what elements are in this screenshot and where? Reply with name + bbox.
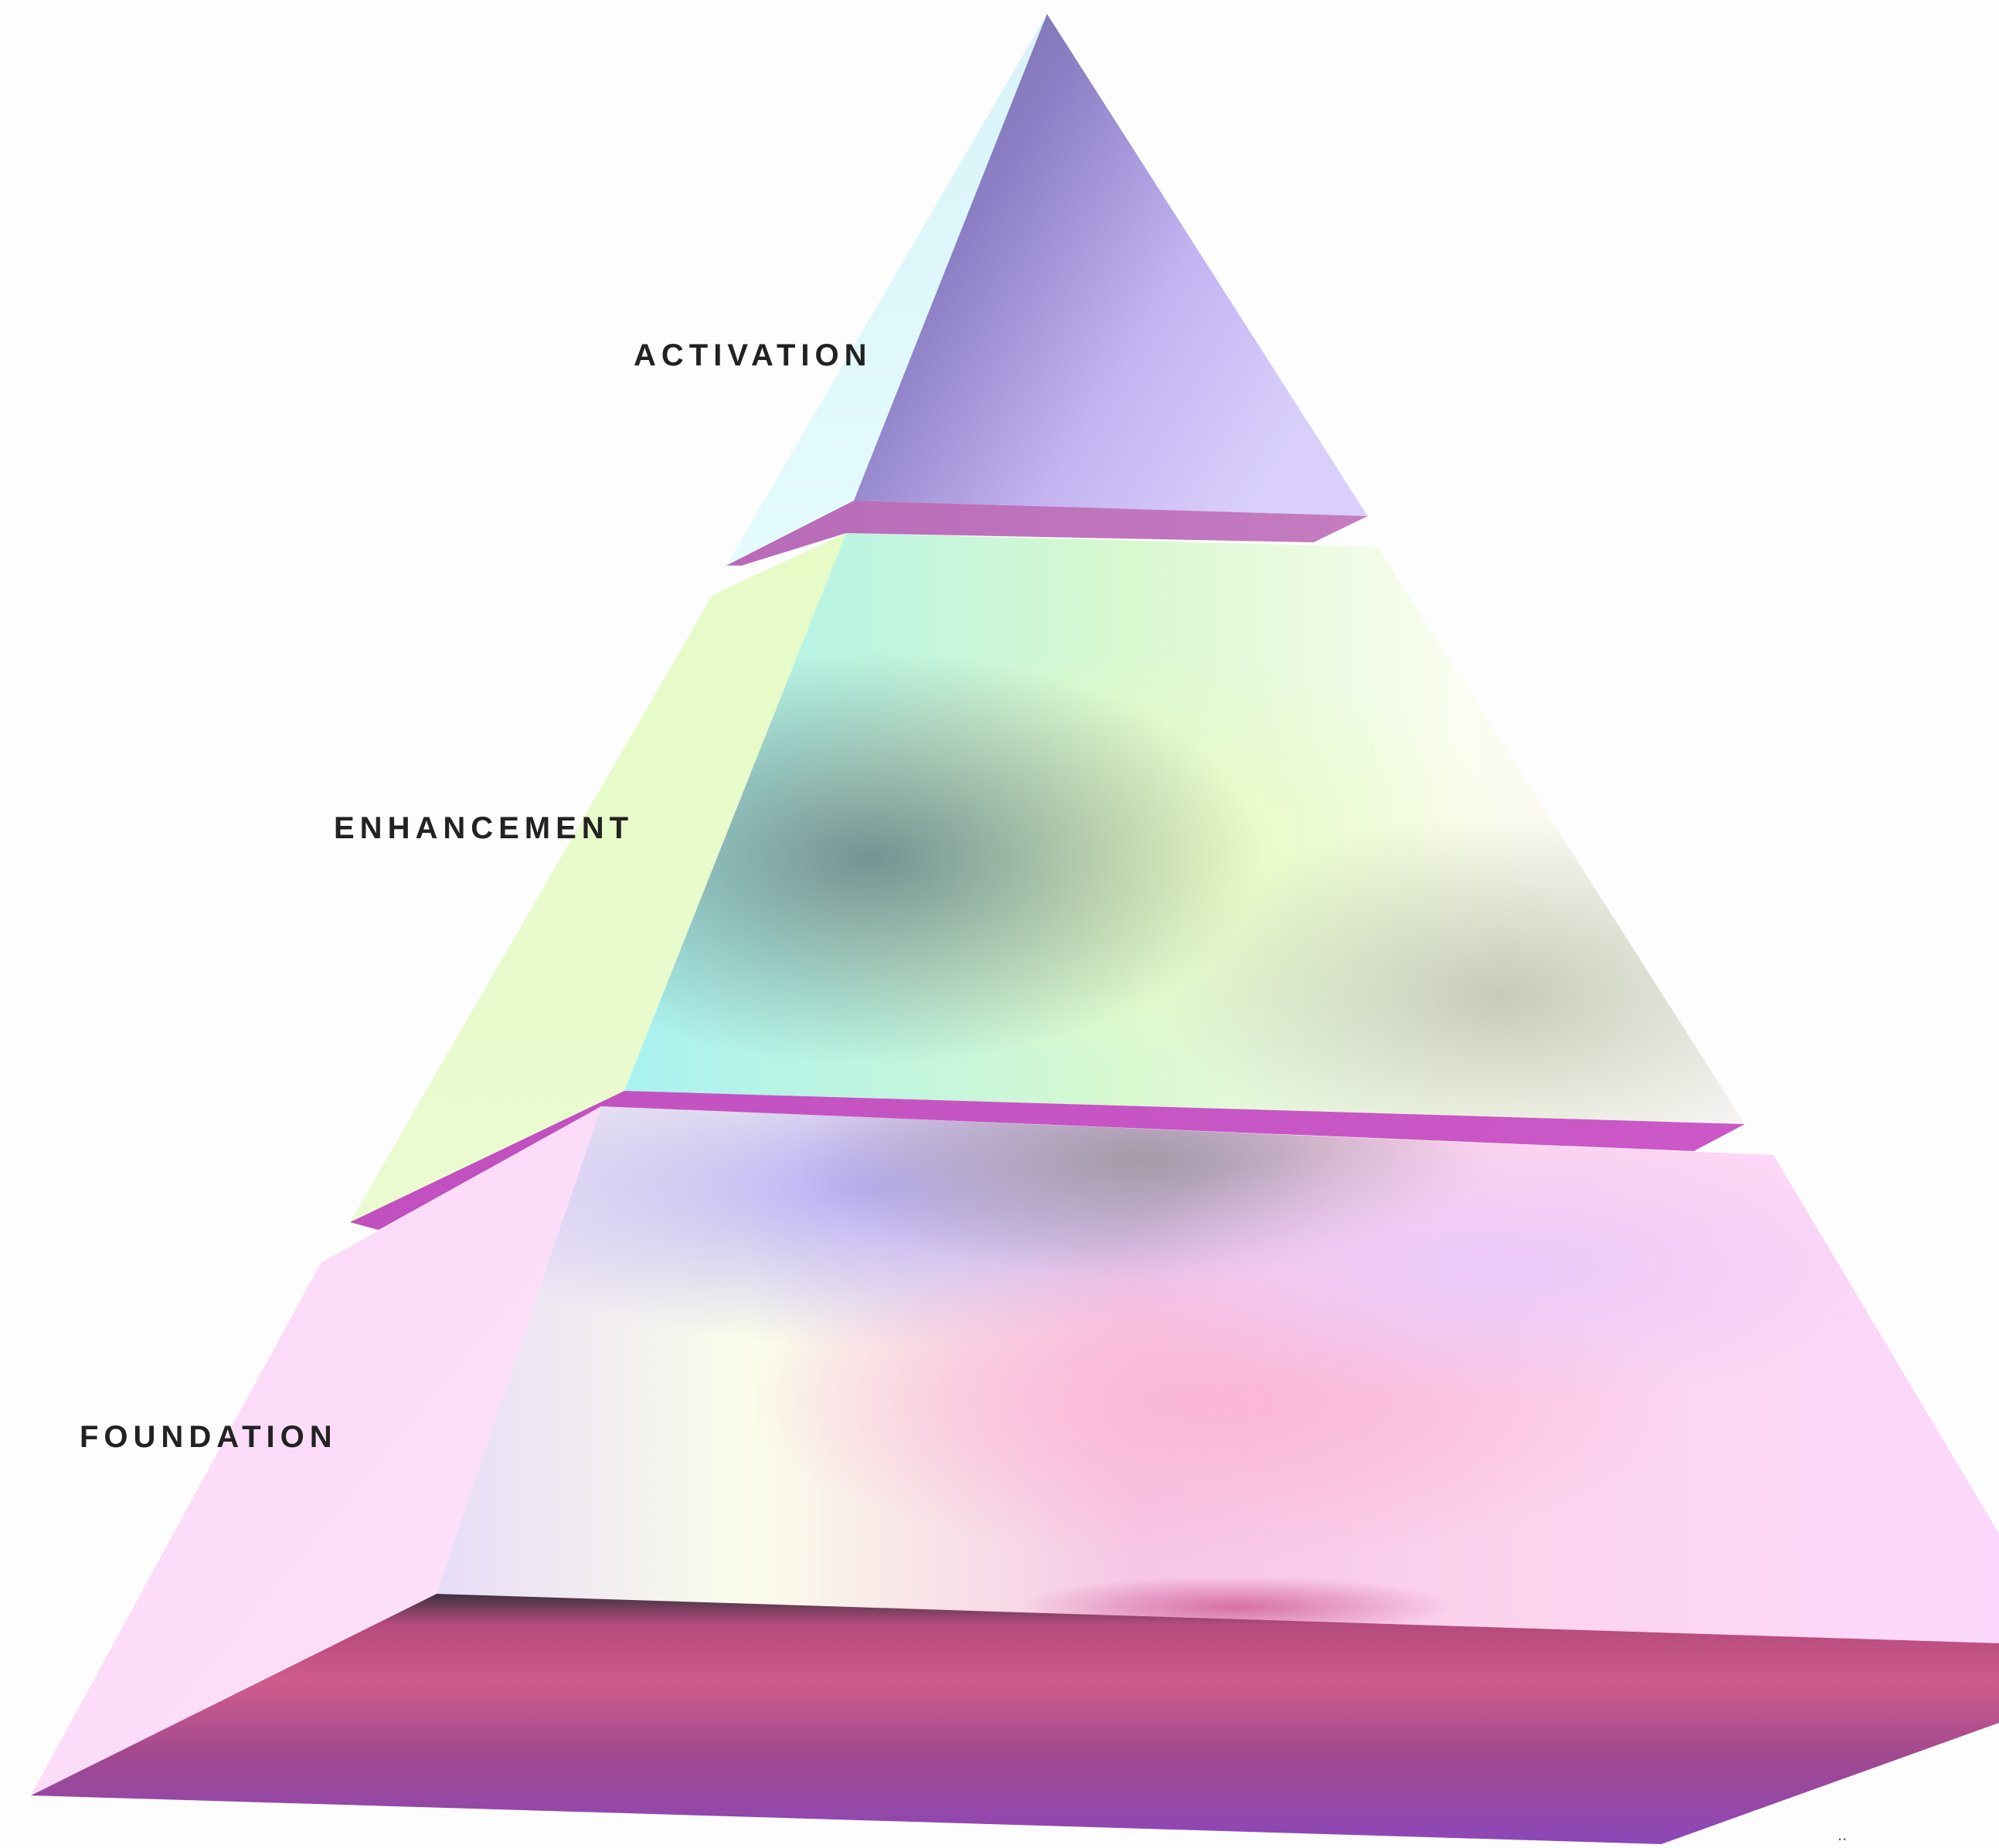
tier-label-enhancement: ENHANCEMENT [334, 811, 634, 846]
footer-mark: .. [1838, 1825, 1847, 1845]
tier-label-activation: ACTIVATION [634, 338, 872, 373]
tier-activation [726, 14, 1368, 566]
tier-label-foundation: FOUNDATION [80, 1420, 338, 1455]
tier-foundation [31, 1106, 1999, 1844]
